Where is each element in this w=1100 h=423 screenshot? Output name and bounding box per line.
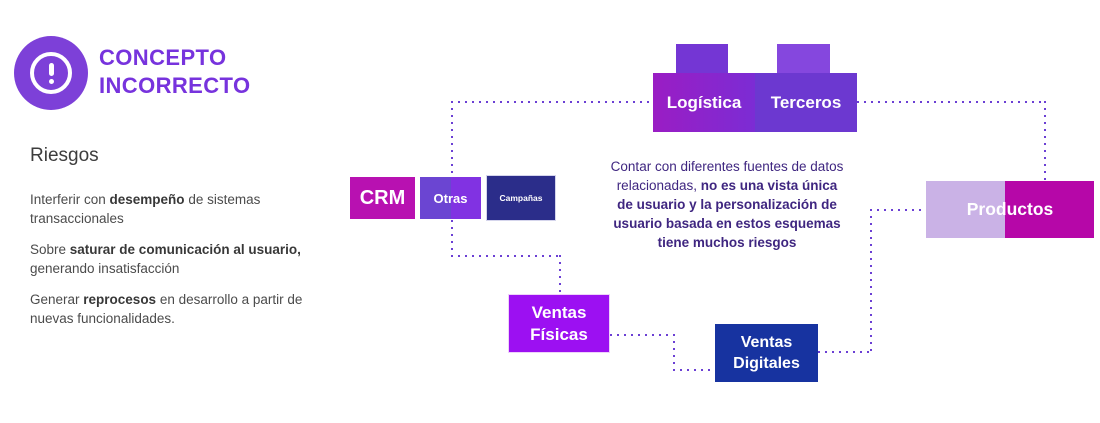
ventas-digitales-line1: Ventas <box>740 334 793 351</box>
risk-3-pre: Generar <box>30 292 84 307</box>
diagram-note-regular: Contar con diferentes fuentes de datos r… <box>610 159 844 193</box>
terceros-stud <box>777 44 830 73</box>
connector-right-up-v <box>870 209 872 353</box>
exclamation-dot <box>48 78 54 84</box>
block-logistica-label: Logística <box>666 92 742 112</box>
connector-bottom-left-h <box>451 255 560 257</box>
risk-2-pre: Sobre <box>30 242 70 257</box>
alert-icon <box>14 36 88 110</box>
block-otras-label: Otras <box>433 190 468 206</box>
ventas-fisicas-line1: Ventas <box>531 302 587 322</box>
page-title-line1: CONCEPTO <box>99 45 227 70</box>
risks-heading: Riesgos <box>30 145 99 166</box>
diagram-note-bold: no es una vista única de usuario y la pe… <box>613 178 841 250</box>
block-logistica: Logística <box>653 73 755 132</box>
risk-item-2: Sobre saturar de comunicación al usuario… <box>30 240 330 278</box>
connector-to-ventas-digitales-h <box>673 369 715 371</box>
block-crm: CRM <box>350 177 415 219</box>
diagram-note: Contar con diferentes fuentes de datos r… <box>607 157 847 252</box>
block-terceros: Terceros <box>755 73 857 132</box>
connector-to-productos-top-v <box>1044 101 1046 181</box>
risk-2-bold: saturar de comunicación al usuario, <box>69 242 301 257</box>
block-productos-label: Productos <box>966 199 1054 219</box>
connector-top-left-h <box>451 101 653 103</box>
block-crm-label: CRM <box>359 186 406 209</box>
alert-icon-ring <box>30 52 72 94</box>
risk-item-1: Interferir con desempeño de sistemas tra… <box>30 190 330 228</box>
block-productos: Productos <box>926 181 1094 238</box>
risk-2-post: generando insatisfacción <box>30 261 180 276</box>
connector-to-productos-left-h <box>870 209 926 211</box>
block-terceros-label: Terceros <box>770 92 842 112</box>
block-campanas-label: Campañas <box>499 193 543 203</box>
connector-ventas-digitales-right-h <box>818 351 870 353</box>
page-title: CONCEPTO INCORRECTO <box>99 44 251 100</box>
risk-3-post: en desarrollo a partir de nuevas funcion… <box>30 292 303 326</box>
connector-top-right-h <box>857 101 1044 103</box>
ventas-digitales-line2: Digitales <box>733 355 800 372</box>
risk-1-post: de sistemas transaccionales <box>30 192 261 226</box>
block-otras: Otras <box>420 177 481 219</box>
page-title-line2: INCORRECTO <box>99 73 251 98</box>
risk-3-bold: reprocesos <box>83 292 157 307</box>
exclamation-bar <box>48 62 54 76</box>
ventas-fisicas-line2: Físicas <box>530 324 588 344</box>
connector-ventas-fisicas-right-h <box>610 334 673 336</box>
risk-1-pre: Interferir con <box>30 192 110 207</box>
connector-mid-bottom-v <box>673 334 675 371</box>
connector-to-ventas-fisicas-v <box>559 255 561 294</box>
logistica-stud <box>676 44 728 73</box>
risk-item-3: Generar reprocesos en desarrollo a parti… <box>30 290 330 328</box>
block-campanas: Campañas <box>486 175 556 221</box>
risk-1-bold: desempeño <box>109 192 185 207</box>
